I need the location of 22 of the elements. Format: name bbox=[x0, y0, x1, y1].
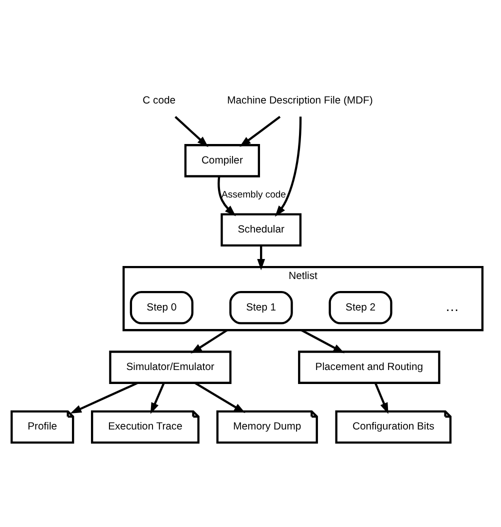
arrow bbox=[190, 328, 228, 353]
node-box: Simulator/Emulator bbox=[109, 350, 232, 384]
node-box: Schedular bbox=[220, 212, 302, 246]
arrow bbox=[70, 381, 138, 414]
arrow bbox=[300, 328, 345, 353]
arrow bbox=[174, 116, 208, 147]
arrow bbox=[194, 382, 246, 413]
arrow bbox=[374, 382, 388, 414]
edge-label: Assembly code bbox=[222, 189, 286, 200]
arrow bbox=[240, 115, 281, 146]
node-box: Step 1 bbox=[229, 290, 293, 324]
node-box: Placement and Routing bbox=[298, 350, 440, 384]
node-box: Step 2 bbox=[328, 290, 392, 324]
arrow bbox=[150, 382, 165, 414]
node-box: Compiler bbox=[184, 144, 260, 177]
label: … bbox=[445, 297, 460, 314]
node-box: Step 0 bbox=[130, 290, 194, 324]
arrow bbox=[257, 245, 266, 270]
node-text: C code bbox=[142, 95, 176, 106]
arrow bbox=[274, 116, 302, 216]
arrow bbox=[218, 176, 236, 216]
node-text: Machine Description File (MDF) bbox=[227, 95, 373, 106]
